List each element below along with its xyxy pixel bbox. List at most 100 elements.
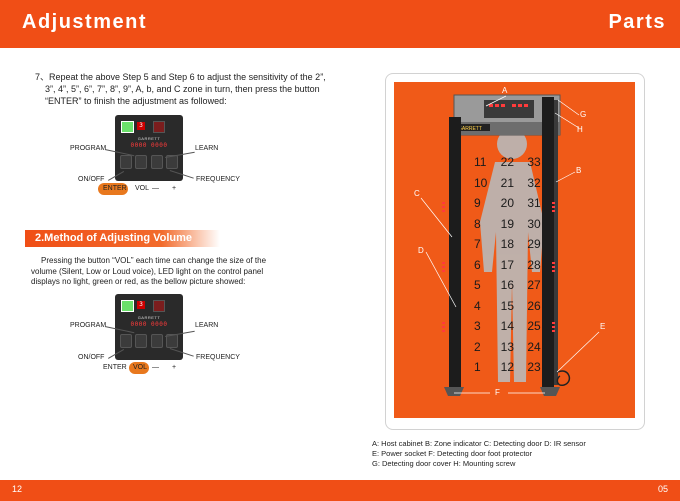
panel-key[interactable] — [135, 334, 148, 348]
part-label-a: A — [502, 86, 508, 95]
control-panel-1: 3 GARRETT 0000 0000 — [115, 115, 183, 181]
zone-number: 16 — [500, 278, 515, 292]
zone-number: 29 — [527, 237, 541, 251]
parts-legend: A: Host cabinet B: Zone indicator C: Det… — [372, 439, 672, 469]
label-vol-1: VOL — [135, 185, 150, 192]
zone-row: 11 22 33 — [474, 155, 554, 176]
page-number-right: 05 — [657, 484, 668, 494]
part-label-d: D — [418, 246, 424, 255]
panel-brand: GARRETT — [137, 136, 161, 141]
zone-number: 13 — [500, 339, 515, 354]
page-header: Adjustment Parts — [0, 0, 680, 48]
green-led-indicator — [121, 300, 134, 312]
legend-line-1: A: Host cabinet B: Zone indicator C: Det… — [372, 439, 586, 448]
zone-number: 28 — [527, 257, 541, 272]
header-title-adjustment: Adjustment — [22, 11, 147, 33]
zone-number: 3 — [474, 319, 481, 333]
door-foot-right — [540, 387, 560, 396]
method-text: Pressing the button “VOL” each time can … — [31, 256, 331, 288]
part-label-g: G — [580, 110, 587, 119]
zone-number: 26 — [527, 298, 541, 313]
zone-number: 23 — [527, 360, 541, 374]
zone-number: 11 — [474, 155, 487, 169]
person-silhouette — [480, 129, 544, 382]
vol-highlight — [129, 362, 149, 374]
zone-number: 27 — [527, 278, 541, 292]
zone-indicator-leds — [442, 202, 555, 332]
zone-number: 18 — [500, 237, 515, 251]
step7-line-3: “ENTER” to finish the adjustment as foll… — [45, 96, 227, 106]
label-plus-1: + — [172, 185, 177, 192]
zone-number: 30 — [527, 216, 541, 231]
step7-line-1: 7、Repeat the above Step 5 and Step 6 to … — [35, 72, 326, 82]
left-door-panel — [449, 117, 461, 392]
zone-number: 5 — [474, 278, 481, 292]
zone-digit-display: 3 — [137, 122, 145, 130]
alarm-light — [153, 300, 165, 312]
green-led-indicator — [121, 121, 134, 133]
zone-row: 8 19 30 — [474, 217, 554, 238]
label-enter-1: ENTER — [103, 185, 127, 192]
zone-number: 17 — [500, 257, 515, 272]
panel-key[interactable] — [120, 334, 132, 348]
zone-number: 2 — [474, 339, 481, 354]
method-line-2: volume (Silent, Low or Loud voice), LED … — [31, 266, 264, 276]
panel-key[interactable] — [120, 155, 132, 169]
zone-number: 33 — [527, 155, 541, 169]
part-label-h: H — [577, 125, 583, 134]
zone-number: 8 — [474, 216, 481, 231]
zone-row: 2 13 24 — [474, 340, 554, 361]
led-display: 0000 0000 — [130, 142, 168, 149]
alarm-light — [153, 121, 165, 133]
zone-number: 19 — [500, 216, 515, 231]
label-program-2: PROGRAM — [70, 322, 107, 329]
label-program-1: PROGRAM — [70, 145, 107, 152]
right-door-panel — [542, 97, 554, 392]
zone-number: 22 — [500, 155, 515, 169]
label-learn-2: LEARN — [195, 322, 219, 329]
section-title-bar: 2.Method of Adjusting Volume — [25, 230, 220, 247]
zone-row: 6 17 28 — [474, 258, 554, 279]
zone-number: 20 — [500, 196, 515, 210]
label-onoff-2: ON/OFF — [78, 354, 105, 361]
zone-number: 6 — [474, 257, 481, 272]
panel-key[interactable] — [150, 334, 163, 348]
led-display: 0000 0000 — [130, 321, 168, 328]
power-cable — [556, 370, 571, 387]
part-label-b: B — [576, 166, 582, 175]
zone-number: 32 — [527, 175, 541, 190]
step7-text: 7、Repeat the above Step 5 and Step 6 to … — [35, 71, 340, 107]
label-enter-2: ENTER — [103, 364, 127, 371]
zone-number: 25 — [527, 319, 541, 333]
panel-brand: GARRETT — [137, 315, 161, 320]
label-minus-1: — — [152, 185, 159, 192]
legend-line-3: G: Detecting door cover H: Mounting scre… — [372, 459, 516, 468]
panel-keys — [120, 155, 178, 169]
panel-key[interactable] — [135, 155, 148, 169]
zone-number: 7 — [474, 237, 481, 251]
zone-row: 7 18 29 — [474, 237, 554, 258]
page-number-left: 12 — [12, 484, 23, 494]
zone-row: 5 16 27 — [474, 278, 554, 299]
panel-key[interactable] — [150, 155, 163, 169]
page-footer: 12 05 — [0, 480, 680, 501]
gate-brand: GARRETT — [458, 126, 482, 132]
enter-highlight — [98, 183, 128, 195]
part-label-e: E — [600, 322, 606, 331]
method-line-1: Pressing the button “VOL” each time can … — [41, 256, 267, 265]
metal-detector-gate-illustration: GARRETT — [420, 94, 600, 396]
part-leader-lines — [420, 95, 600, 394]
zone-number: 4 — [474, 298, 481, 313]
zone-number: 9 — [474, 196, 481, 210]
header-title-parts: Parts — [608, 11, 666, 33]
zone-number: 24 — [527, 339, 541, 354]
label-vol-2: VOL — [133, 364, 148, 371]
label-frequency-1: FREQUENCY — [196, 176, 240, 183]
method-line-3: displays no light, green or red, as the … — [31, 277, 246, 286]
label-learn-1: LEARN — [195, 145, 219, 152]
label-onoff-1: ON/OFF — [78, 176, 105, 183]
